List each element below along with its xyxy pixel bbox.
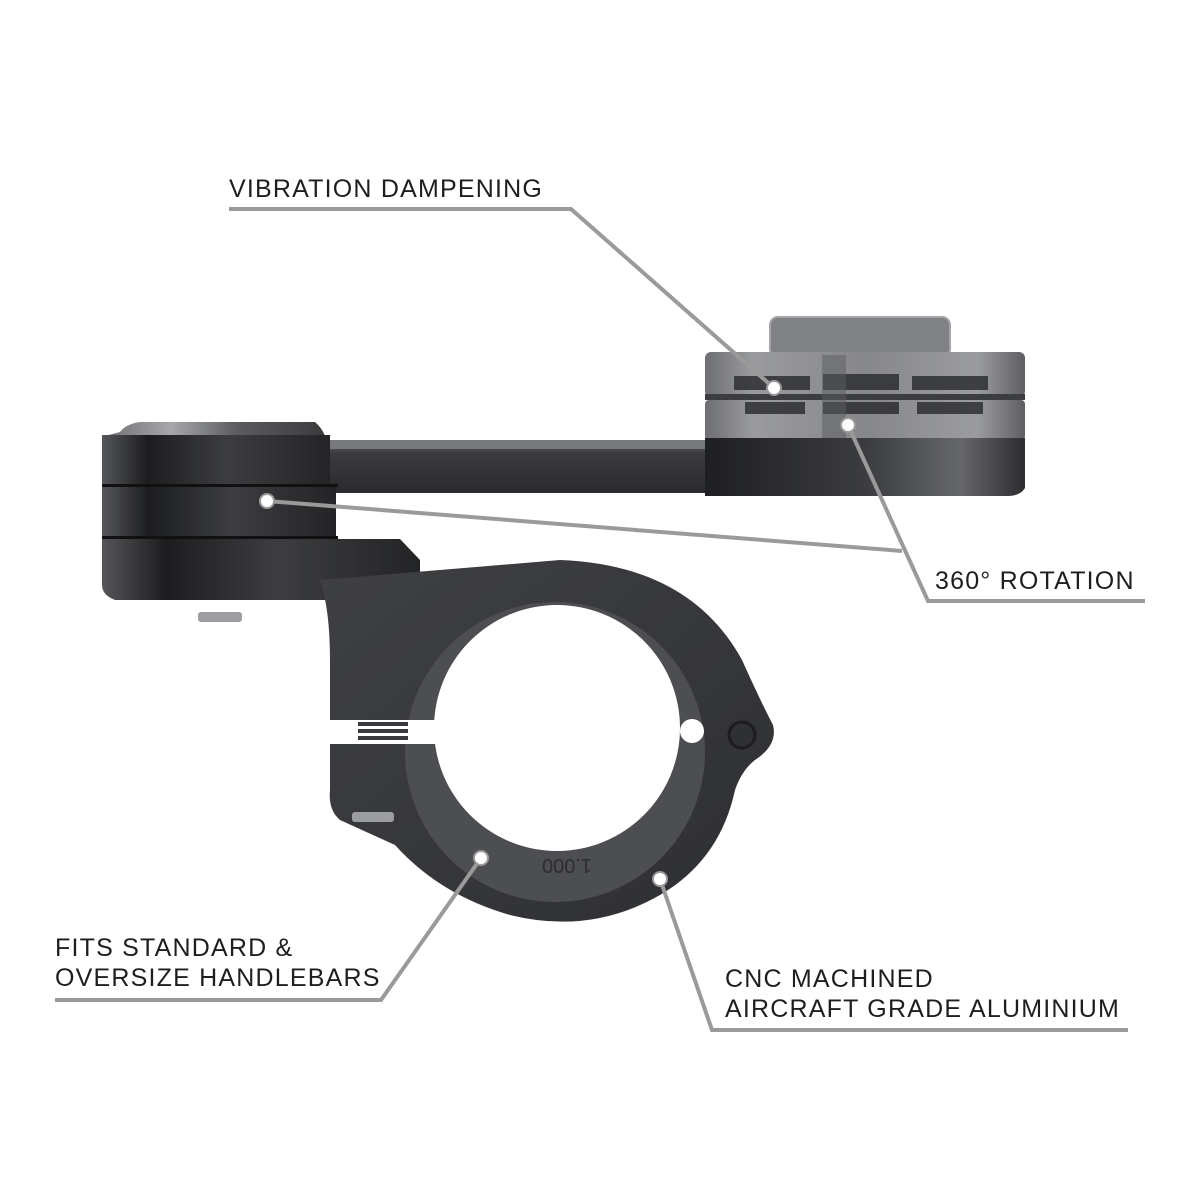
callout-dot-material (652, 871, 668, 887)
hinge-pin (727, 720, 757, 750)
pivot-rotation-ring (102, 487, 336, 537)
handlebar-bore (434, 605, 680, 851)
leader-lines (55, 207, 1145, 1032)
clamp-screw (358, 722, 408, 740)
leader-vibration (229, 207, 776, 390)
callout-dot-rotation-head (840, 417, 856, 433)
head-top-lug (769, 316, 951, 358)
callout-dots (259, 380, 856, 887)
clamp-engraving: 1.000 (542, 854, 592, 876)
callout-text-line-1: CNC MACHINED (725, 965, 934, 993)
pivot-top-cap (105, 422, 325, 436)
callout-text-line-2: OVERSIZE HANDLEBARS (55, 964, 381, 992)
callout-dot-handlebars (473, 850, 489, 866)
callout-text: 360° ROTATION (935, 567, 1135, 595)
callout-cnc-aluminium: CNC MACHINED AIRCRAFT GRADE ALUMINIUM (725, 964, 1120, 1024)
callout-text-line-2: AIRCRAFT GRADE ALUMINIUM (725, 995, 1121, 1023)
callout-360-rotation: 360° ROTATION (935, 566, 1135, 596)
callout-vibration-dampening: VIBRATION DAMPENING (229, 174, 543, 204)
callout-dot-vibration (766, 380, 782, 396)
leader-handlebars (55, 856, 483, 1002)
leader-rotation-from-pivot (266, 499, 903, 553)
leader-material (658, 878, 1128, 1032)
callout-text: VIBRATION DAMPENING (229, 175, 544, 203)
callout-fits-handlebars: FITS STANDARD & OVERSIZE HANDLEBARS (55, 933, 381, 993)
pivot-upper-ring (102, 435, 330, 485)
callout-text-line-1: FITS STANDARD & (55, 934, 294, 962)
leader-rotation-from-head (846, 424, 1145, 603)
callout-dot-rotation-pivot (259, 493, 275, 509)
